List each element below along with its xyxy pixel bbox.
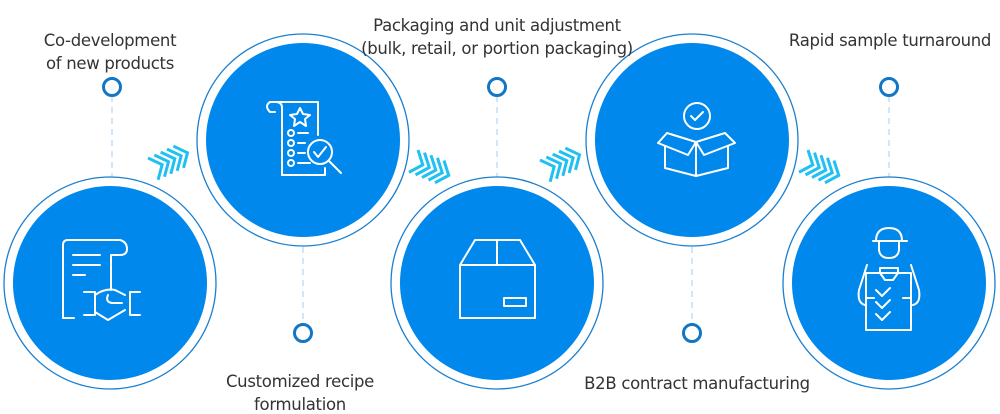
marker-dot [102, 77, 122, 97]
recipe-review-icon [266, 101, 342, 176]
label-line: Rapid sample turnaround [788, 31, 992, 50]
open-box-check-icon [683, 102, 711, 130]
step-label-packaging: Packaging and unit adjustment (bulk, ret… [361, 14, 633, 60]
step-label-rapid-sample: Rapid sample turnaround [788, 29, 992, 52]
marker-dot [879, 77, 899, 97]
chevron-arrow-icon [797, 148, 845, 188]
label-line: Co-development [43, 31, 177, 50]
label-line: of new products [45, 54, 175, 73]
open-box-check-icon-box [657, 132, 736, 177]
inspector-clipboard-icon [857, 227, 921, 331]
step-circle [782, 176, 996, 390]
step-label-co-development: Co-development of new products [44, 29, 177, 75]
step-circle [196, 33, 410, 247]
chevron-arrow-icon [538, 142, 587, 184]
label-line: Customized recipe [225, 372, 375, 391]
marker-dot [487, 77, 507, 97]
marker-dot [293, 323, 313, 343]
chevron-arrow-icon [407, 148, 455, 188]
package-box-icon [459, 239, 536, 319]
label-line: (bulk, retail, or portion packaging) [361, 39, 633, 58]
label-line: B2B contract manufacturing [584, 374, 810, 393]
label-line: formulation [254, 395, 346, 414]
step-label-customized-recipe: Customized recipe formulation [226, 370, 374, 414]
label-line: Packaging and unit adjustment [373, 16, 621, 35]
step-label-b2b-manufacturing: B2B contract manufacturing [584, 372, 810, 395]
chevron-arrow-icon [146, 140, 195, 182]
marker-dot [682, 323, 702, 343]
contract-handshake-icon [62, 239, 141, 321]
step-circle [390, 176, 604, 390]
